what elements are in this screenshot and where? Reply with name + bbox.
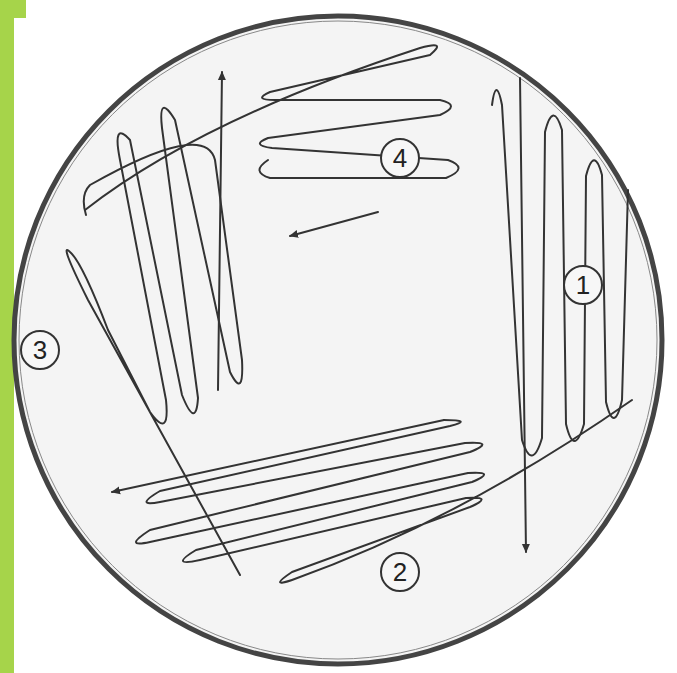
streak-3 [67, 108, 243, 575]
callout-number: 3 [20, 330, 60, 370]
callout-number: 1 [563, 265, 603, 305]
streak-4 [85, 45, 459, 210]
streak-2 [136, 400, 632, 583]
callout-number: 2 [380, 552, 420, 592]
petri-dish [14, 16, 662, 664]
slide-strip [0, 0, 26, 18]
callout-number: 4 [380, 138, 420, 178]
petri-dish-rim [19, 21, 657, 659]
streak-arrow [218, 72, 222, 390]
streak-arrow [520, 78, 526, 552]
streak-1 [492, 90, 628, 456]
streak-arrow [112, 420, 444, 492]
streak-arrow [290, 212, 378, 236]
